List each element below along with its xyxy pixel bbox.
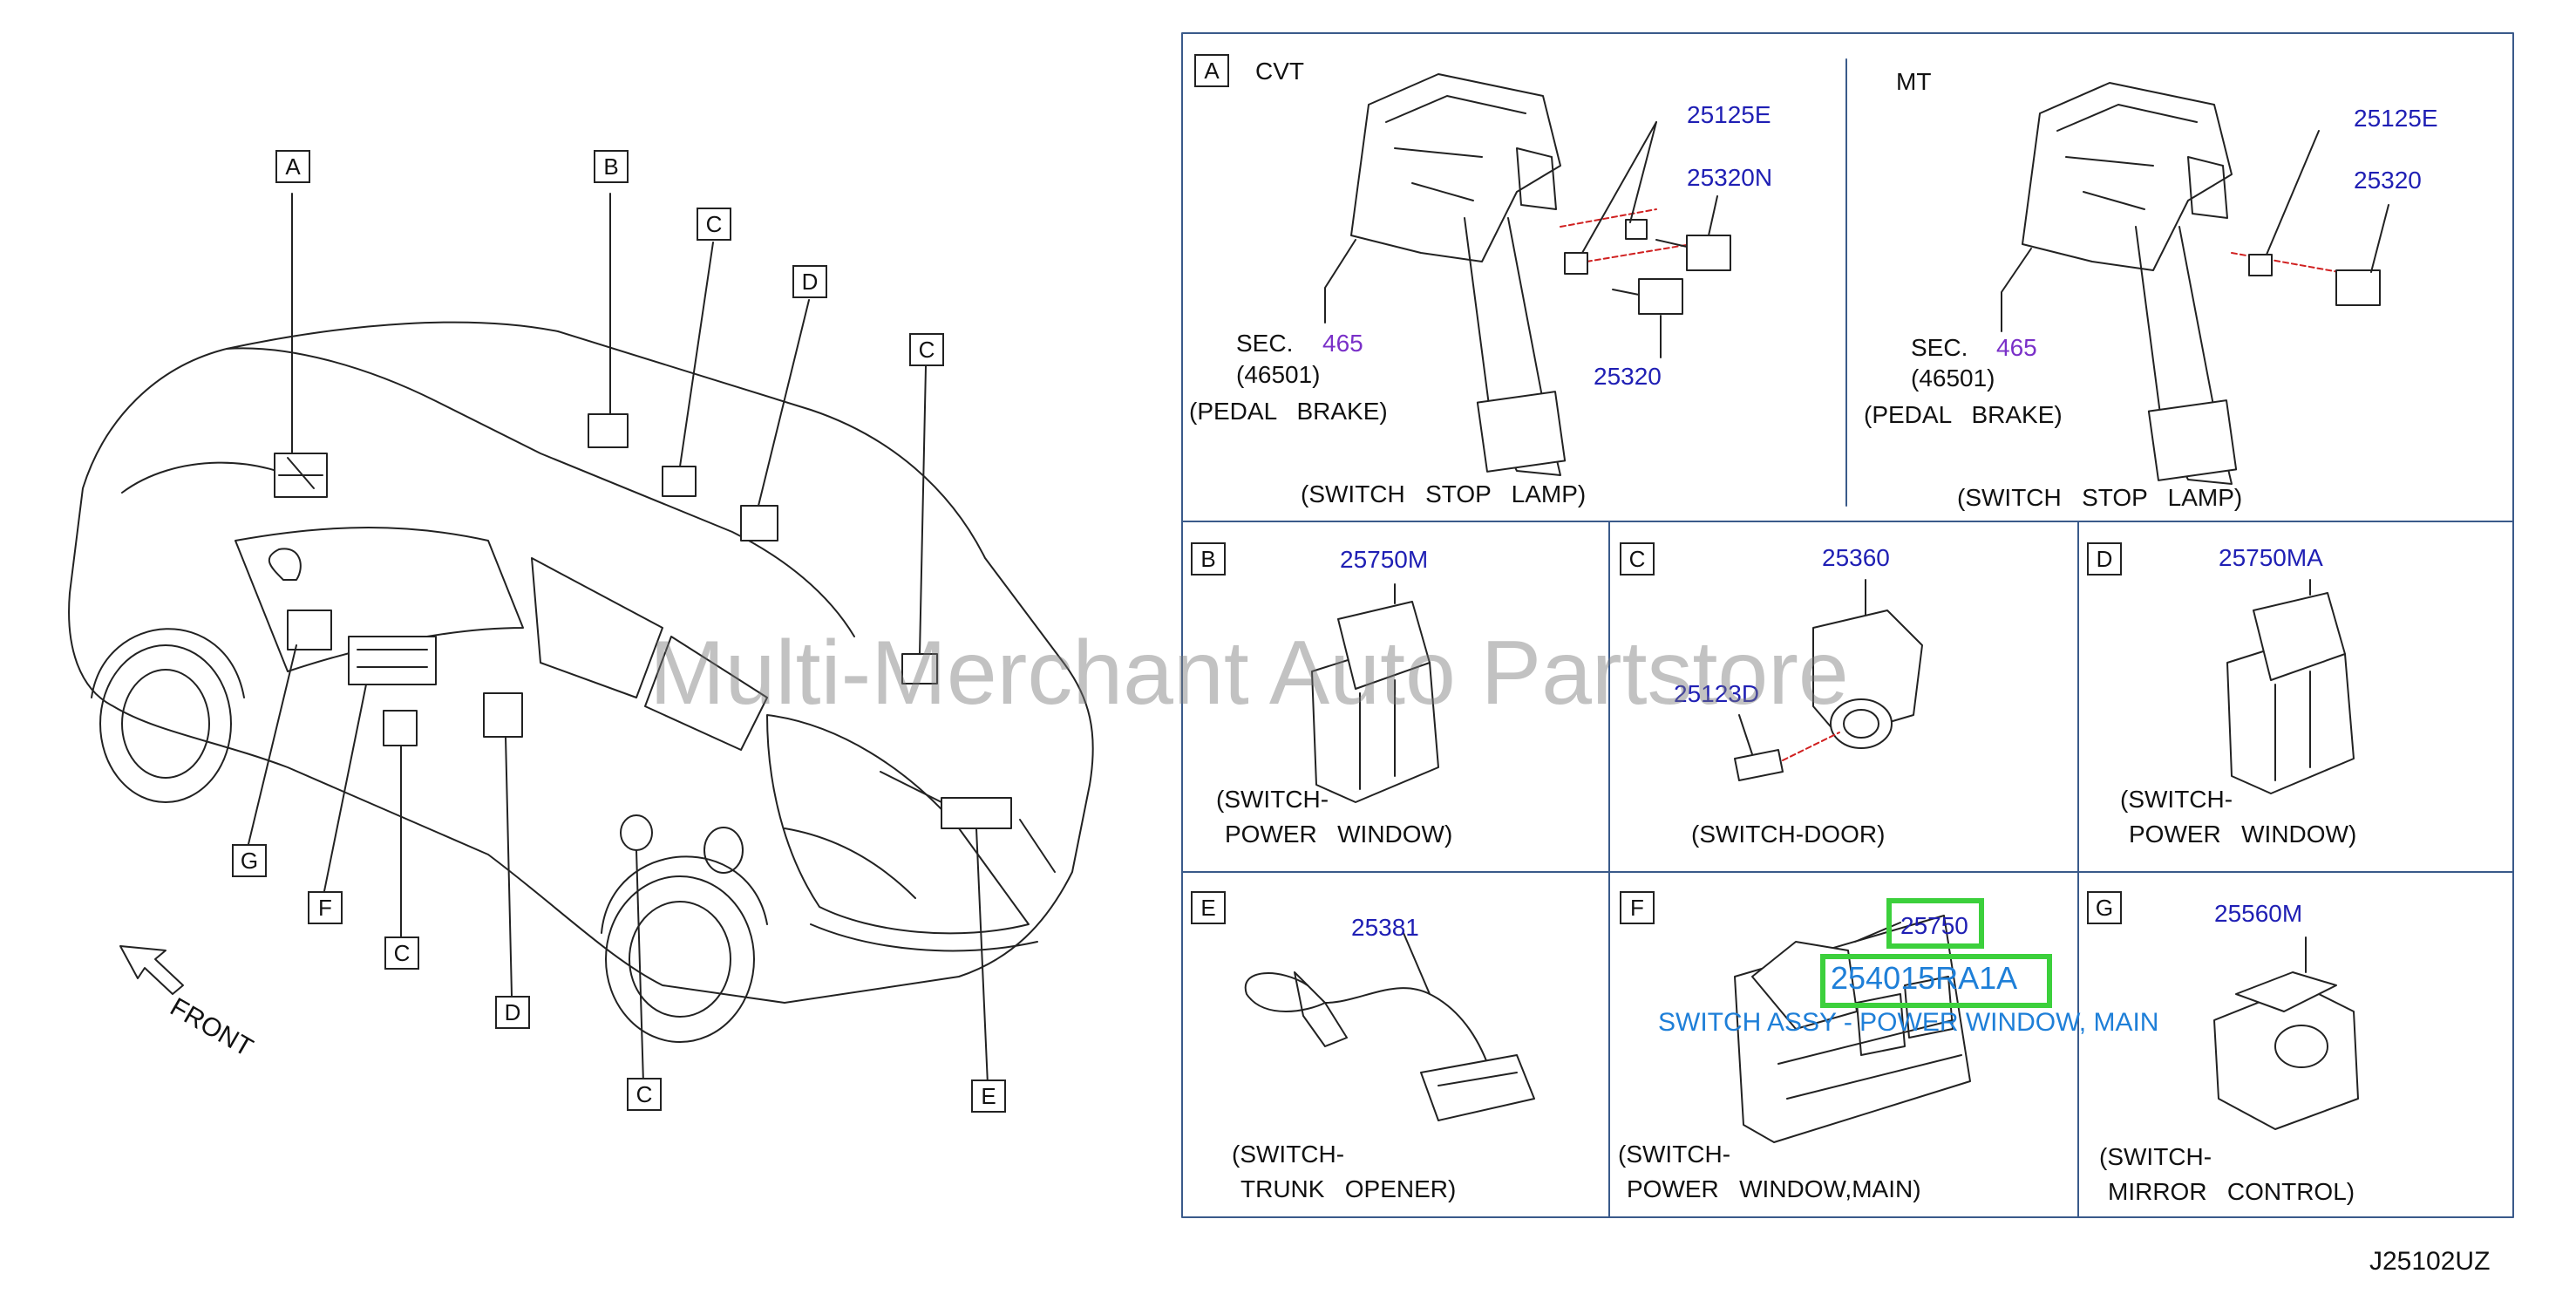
panel-caption: (SWITCH- (1216, 786, 1329, 813)
sec-number: 465 (1322, 330, 1363, 357)
panel-caption: MIRROR CONTROL) (2108, 1178, 2355, 1205)
panel-caption: (SWITCH STOP LAMP) (1301, 480, 1587, 507)
part-label: 25381 (1351, 914, 1419, 941)
sec-label: SEC. (1236, 330, 1294, 357)
panel-e-letter: E (1191, 891, 1226, 924)
pedal-cvt-drawing (1324, 73, 1731, 476)
part-label: 25320N (1687, 164, 1773, 191)
panel-caption: (SWITCH- (1618, 1141, 1731, 1168)
switch-g-drawing (2213, 936, 2359, 1130)
callout-c: C (627, 1078, 662, 1111)
sec-reference: (46501) (1236, 361, 1321, 388)
panel-a-letter: A (1194, 54, 1229, 87)
part-label: 25750 (1900, 912, 1968, 939)
panel-caption: (SWITCH- (1232, 1141, 1345, 1168)
pedal-mt-drawing (2001, 82, 2389, 485)
callout-b: B (594, 150, 629, 183)
sec-reference: (46501) (1911, 364, 1995, 392)
panel-caption: POWER WINDOW) (2129, 821, 2357, 848)
callout-g: G (232, 844, 267, 877)
panel-c-letter: C (1620, 542, 1655, 575)
panel-caption: POWER WINDOW) (1225, 821, 1453, 848)
watermark: Multi-Merchant Auto Partstore (649, 623, 1849, 724)
panel-a-mt-title: MT (1896, 68, 1932, 95)
switch-d-drawing (2226, 579, 2355, 794)
panel-caption: (SWITCH- (2099, 1143, 2212, 1170)
part-label: 25123D (1674, 680, 1760, 707)
diagram-code: J25102UZ (2369, 1247, 2491, 1276)
part-number-highlight-box[interactable] (1820, 954, 2052, 1008)
panel-b-letter: B (1191, 542, 1226, 575)
callout-f: F (308, 891, 343, 924)
part-label: 25320 (2354, 167, 2422, 194)
sec-number: 465 (1996, 334, 2037, 361)
callout-d: D (792, 265, 827, 298)
callout-c: C (384, 936, 419, 970)
panel-caption: (SWITCH STOP LAMP) (1957, 484, 2243, 511)
panel-d-letter: D (2087, 542, 2122, 575)
panel-caption: (SWITCH- (2120, 786, 2233, 813)
callout-d: D (495, 996, 530, 1029)
switch-b-drawing (1311, 583, 1439, 803)
part-label: 25750MA (2219, 544, 2323, 571)
panel-caption: (SWITCH-DOOR) (1691, 821, 1886, 848)
highlighted-part-number[interactable]: 254015RA1A (1831, 960, 2018, 996)
pedal-label: (PEDAL BRAKE) (1189, 398, 1388, 425)
panel-caption: POWER WINDOW,MAIN) (1627, 1175, 1921, 1202)
part-label: 25320 (1594, 363, 1662, 390)
callout-e: E (971, 1079, 1006, 1113)
callout-a: A (275, 150, 310, 183)
part-label: 25125E (1687, 101, 1771, 128)
highlighted-part-description[interactable]: SWITCH ASSY - POWER WINDOW, MAIN (1658, 1008, 2159, 1037)
panel-grid (1181, 32, 2514, 1218)
vehicle-overview-drawing (68, 193, 1094, 1086)
switch-e-drawing (1244, 932, 1535, 1121)
panel-f-letter: F (1620, 891, 1655, 924)
part-label: 25560M (2214, 900, 2303, 927)
part-label: 25125E (2354, 105, 2438, 132)
panel-g-letter: G (2087, 891, 2122, 924)
pedal-label: (PEDAL BRAKE) (1864, 401, 2063, 428)
sec-label: SEC. (1911, 334, 1968, 361)
part-label: 25750M (1340, 546, 1429, 573)
panel-a-cvt-title: CVT (1255, 58, 1304, 85)
switch-c-drawing (1734, 579, 1923, 781)
callout-c: C (697, 208, 731, 241)
part-label: 25360 (1822, 544, 1890, 571)
part-highlight-box (1886, 898, 1984, 949)
panel-caption: TRUNK OPENER) (1240, 1175, 1457, 1202)
callout-c: C (909, 333, 944, 366)
